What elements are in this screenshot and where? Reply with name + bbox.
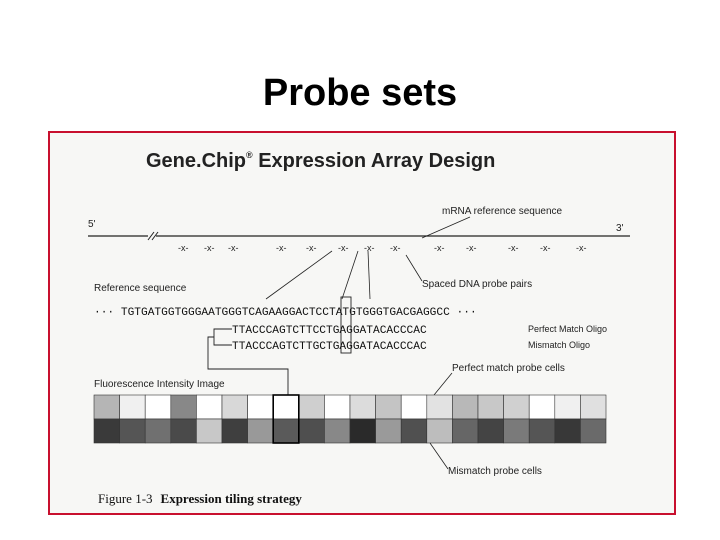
three-prime-label: 3' <box>616 223 624 234</box>
pm-probe-cell <box>324 394 351 420</box>
probe-mark: -x- <box>466 243 477 253</box>
mm-probe-cell <box>93 418 120 444</box>
probe-pairs-label: Spaced DNA probe pairs <box>422 279 532 290</box>
probe-mark: -x- <box>434 243 445 253</box>
mm-probe-cell <box>221 418 248 444</box>
pm-probe-cell <box>580 394 607 420</box>
zoom-line-left <box>265 250 333 300</box>
figure-image: Gene.Chip® Expression Array Design 5' 3'… <box>48 131 676 515</box>
mm-probe-cell <box>170 418 197 444</box>
mrna-break-1 <box>147 231 155 241</box>
grid-connector <box>207 336 289 395</box>
probe-mark: -x- <box>306 243 317 253</box>
pm-probe-cell <box>400 394 428 420</box>
reference-sequence: ··· TGTGATGGTGGGAATGGGTCAGAAGGACTCCTATGT… <box>94 307 477 319</box>
mm-probe-cell <box>477 418 504 444</box>
highlighted-probe-pair <box>272 394 300 444</box>
mm-probe-cell <box>144 418 172 444</box>
probe-mark: -x- <box>540 243 551 253</box>
probe-cell-grid <box>93 394 607 444</box>
mm-probe-cell <box>298 418 325 444</box>
pm-cells-label: Perfect match probe cells <box>452 363 565 374</box>
pm-label: Perfect Match Oligo <box>528 324 607 334</box>
probe-mark: -x- <box>276 243 287 253</box>
pm-probe-cell <box>298 394 325 420</box>
pm-probe-cell <box>554 394 581 420</box>
pm-probe-cell <box>196 394 223 420</box>
oligo-bracket <box>213 328 232 346</box>
mm-probe-cell <box>426 418 453 444</box>
pm-sequence: TTACCCAGTCTTCCTGAGGATACACCCAC <box>232 325 427 337</box>
probe-mark: -x- <box>338 243 349 253</box>
probe-mark: -x- <box>204 243 215 253</box>
probe-mark: -x- <box>364 243 375 253</box>
probe-marks: -x- -x- -x- -x- -x- -x- -x- -x- -x- -x- … <box>178 243 587 253</box>
mrna-label: mRNA reference sequence <box>442 206 563 217</box>
probe-mark: -x- <box>390 243 401 253</box>
probe-mark: -x- <box>508 243 519 253</box>
slide-title: Probe sets <box>262 72 458 114</box>
mm-probe-cell <box>119 418 146 444</box>
mm-label: Mismatch Oligo <box>528 340 590 350</box>
mm-probe-cell <box>196 418 223 444</box>
zoom-line-mid <box>341 250 359 300</box>
mm-probe-cell <box>554 418 581 444</box>
mm-probe-cell <box>503 418 530 444</box>
mm-probe-cell <box>400 418 428 444</box>
pm-probe-cell <box>349 394 376 420</box>
figure-heading: Gene.Chip® Expression Array Design <box>146 150 495 172</box>
pm-probe-cell <box>144 394 172 420</box>
central-base-box <box>340 296 352 354</box>
reference-label: Reference sequence <box>94 283 187 294</box>
mm-probe-cell <box>580 418 607 444</box>
probe-pairs-leader <box>405 254 423 282</box>
mm-probe-cell <box>272 418 300 444</box>
mm-probe-cell <box>528 418 556 444</box>
fluorescence-label: Fluorescence Intensity Image <box>94 379 225 390</box>
pm-probe-cell <box>375 394 402 420</box>
pm-probe-cell <box>119 394 146 420</box>
mm-cells-label: Mismatch probe cells <box>448 466 542 477</box>
probe-mark: -x- <box>576 243 587 253</box>
mm-probe-cell <box>247 418 274 444</box>
mrna-leader <box>421 216 471 239</box>
pm-probe-cell <box>426 394 453 420</box>
pm-probe-cell <box>247 394 274 420</box>
pm-cells-leader <box>433 372 453 396</box>
pm-probe-cell <box>170 394 197 420</box>
five-prime-label: 5' <box>88 219 96 230</box>
mm-probe-cell <box>324 418 351 444</box>
pm-probe-cell <box>477 394 504 420</box>
probe-mark: -x- <box>178 243 189 253</box>
pm-probe-cell <box>528 394 556 420</box>
mm-probe-cell <box>349 418 376 444</box>
mrna-break-2 <box>151 231 159 241</box>
mm-probe-cell <box>452 418 479 444</box>
pm-probe-cell <box>272 394 300 420</box>
pm-probe-cell <box>452 394 479 420</box>
pm-probe-cell <box>93 394 120 420</box>
pm-probe-cell <box>221 394 248 420</box>
genechip-diagram: Gene.Chip® Expression Array Design 5' 3'… <box>88 150 630 506</box>
mm-cells-leader <box>429 442 449 470</box>
mm-probe-cell <box>375 418 402 444</box>
pm-probe-cell <box>503 394 530 420</box>
mm-sequence: TTACCCAGTCTTGCTGAGGATACACCCAC <box>232 341 427 353</box>
zoom-line-right <box>367 250 371 300</box>
probe-mark: -x- <box>228 243 239 253</box>
